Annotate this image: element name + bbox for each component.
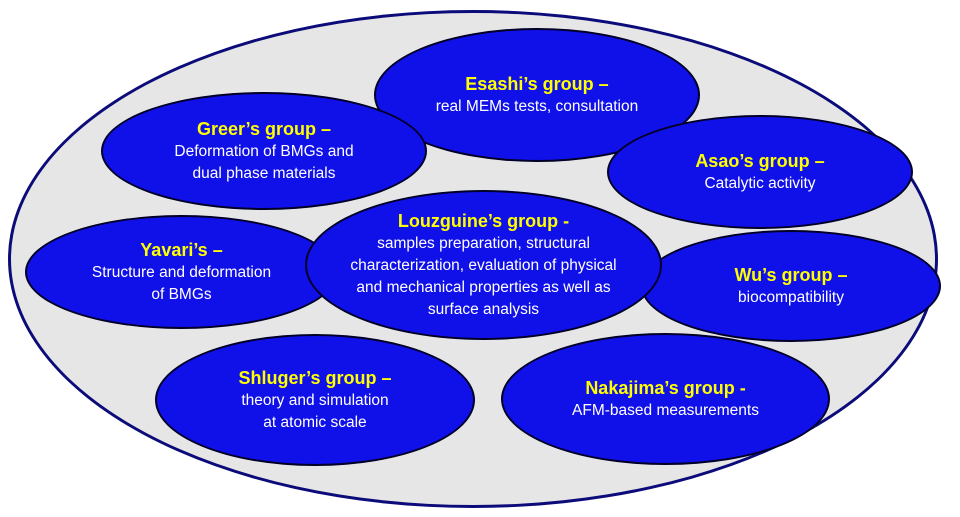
greer-group-title: Greer’s group – — [196, 118, 332, 139]
nakajima-group-title: Nakajima’s group - — [585, 377, 746, 398]
shluger-group-description: theory and simulation at atomic scale — [241, 391, 389, 431]
wu-group-ellipse: Wu’s group – biocompatibility — [641, 230, 941, 342]
yavari-group-ellipse: Yavari’s – Structure and deformation of … — [25, 215, 338, 329]
greer-group-ellipse: Greer’s group – Deformation of BMGs and … — [101, 92, 427, 210]
asao-group-ellipse: Asao’s group – Catalytic activity — [607, 115, 913, 229]
wu-group-title: Wu’s group – — [734, 264, 848, 285]
louzguine-group-ellipse: Louzguine’s group - samples preparation,… — [305, 190, 662, 340]
asao-group-description: Catalytic activity — [704, 174, 816, 192]
louzguine-group-title: Louzguine’s group - — [397, 210, 570, 231]
yavari-group-title: Yavari’s – — [140, 239, 223, 260]
shluger-group-ellipse: Shluger’s group – theory and simulation … — [155, 334, 475, 466]
asao-group-title: Asao’s group – — [695, 150, 825, 171]
wu-group-description: biocompatibility — [738, 288, 844, 306]
yavari-group-description: Structure and deformation of BMGs — [91, 263, 272, 303]
greer-group-description: Deformation of BMGs and dual phase mater… — [174, 142, 354, 182]
esashi-group-title: Esashi’s group – — [465, 73, 609, 94]
nakajima-group-ellipse: Nakajima’s group - AFM-based measurement… — [501, 333, 830, 465]
nakajima-group-description: AFM-based measurements — [572, 401, 759, 419]
shluger-group-title: Shluger’s group – — [238, 367, 392, 388]
esashi-group-description: real MEMs tests, consultation — [435, 97, 639, 115]
esashi-group-ellipse: Esashi’s group – real MEMs tests, consul… — [374, 28, 700, 162]
louzguine-group-description: samples preparation, structural characte… — [350, 234, 617, 318]
